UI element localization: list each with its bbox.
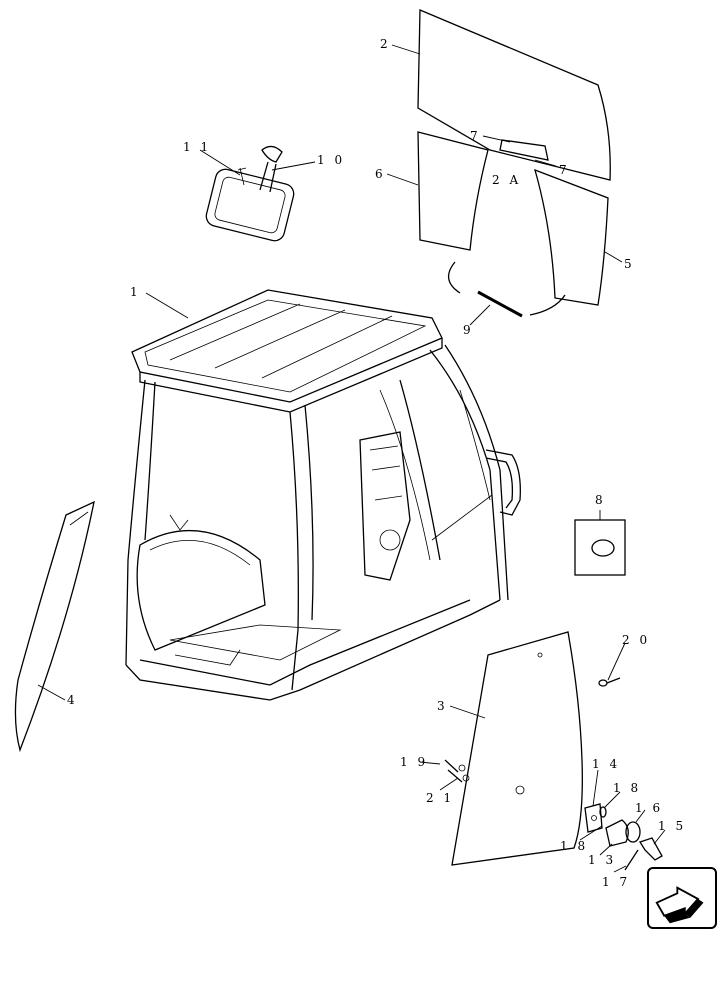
callout-3: 3: [437, 699, 448, 713]
part-9-seal-strip: [448, 261, 566, 318]
callout-labels: 1 2 2 A 3 4 5 6 7 7 8 9 1 0 1 1 1 3 1 4 …: [67, 37, 686, 889]
callout-11: 1 1: [183, 140, 211, 154]
callout-2: 2: [380, 37, 391, 51]
callout-1: 1: [130, 285, 141, 299]
callout-8: 8: [595, 493, 606, 507]
callout-18-upper: 1 8: [613, 781, 641, 795]
part-2-rear-upper-glass: [417, 9, 611, 181]
part-6-left-rear-glass: [417, 131, 489, 251]
callout-15: 1 5: [658, 819, 686, 833]
callout-9: 9: [463, 323, 474, 337]
callout-6: 6: [375, 167, 386, 181]
part-1-cab-frame: [125, 289, 521, 701]
callout-13: 1 3: [588, 853, 616, 867]
callout-10: 1 0: [317, 153, 345, 167]
callout-5: 5: [624, 257, 635, 271]
callout-19: 1 9: [400, 755, 428, 769]
next-page-arrow-icon: [655, 886, 704, 924]
callout-17: 1 7: [602, 875, 630, 889]
callout-16: 1 6: [635, 801, 663, 815]
door-hardware: [444, 677, 663, 871]
callout-14: 1 4: [592, 757, 620, 771]
part-5-right-rear-glass: [534, 168, 609, 306]
part-4-left-glass: [14, 500, 95, 753]
next-page-button[interactable]: [647, 867, 717, 929]
leader-lines: [37, 44, 666, 873]
callout-7-left: 7: [470, 129, 481, 143]
callout-21: 2 1: [426, 791, 454, 805]
part-10-rear-view-mirror: [205, 145, 295, 242]
part-8-plug: [574, 519, 626, 576]
callout-20: 2 0: [622, 633, 650, 647]
callout-18-lower: 1 8: [560, 839, 588, 853]
callout-2a: 2 A: [492, 173, 521, 187]
part-3-door-glass: [451, 631, 583, 866]
callout-4: 4: [67, 693, 78, 707]
callout-7-right: 7: [559, 163, 570, 177]
